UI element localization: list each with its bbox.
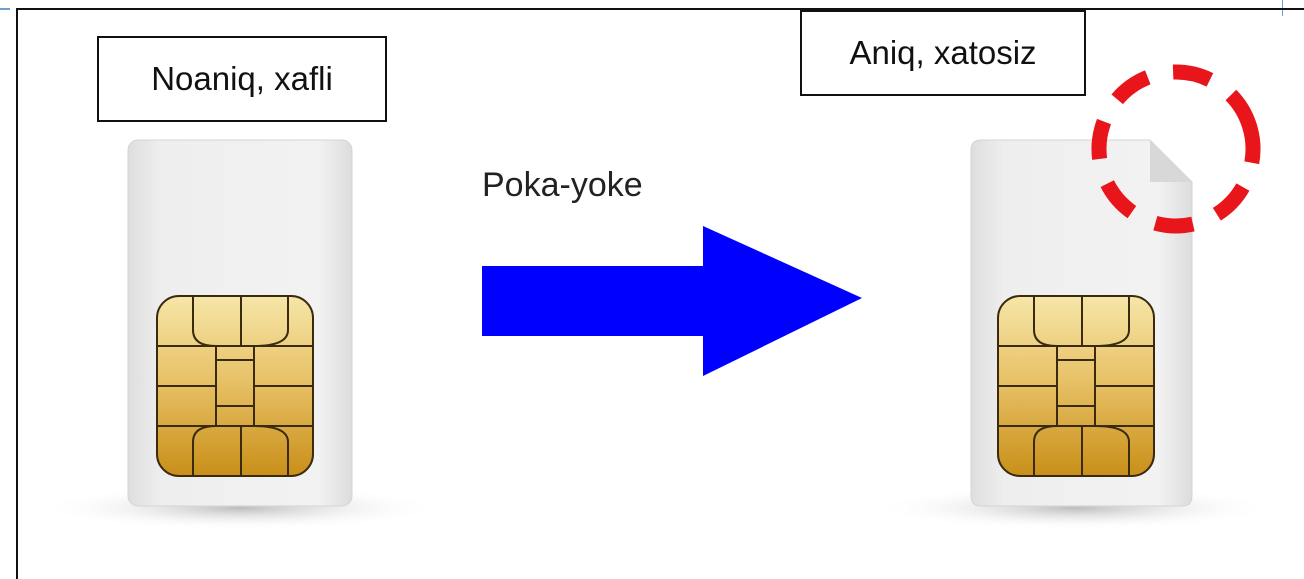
right-arrow-icon [482,226,862,376]
notched-sim-card-icon [875,139,1275,530]
process-label: Poka-yoke [482,166,643,204]
sim-card-icon [40,139,440,530]
state-label-after: Aniq, xatosiz [800,10,1086,96]
dashed-circle-icon [1091,64,1261,234]
chip-icon [997,295,1155,477]
state-label-before: Noaniq, xafli [97,36,387,122]
diagram-frame [16,8,1304,579]
slide-corner-mark [0,8,10,10]
state-label-after-text: Aniq, xatosiz [849,34,1037,71]
chip-icon [156,295,314,477]
state-label-before-text: Noaniq, xafli [151,60,333,97]
